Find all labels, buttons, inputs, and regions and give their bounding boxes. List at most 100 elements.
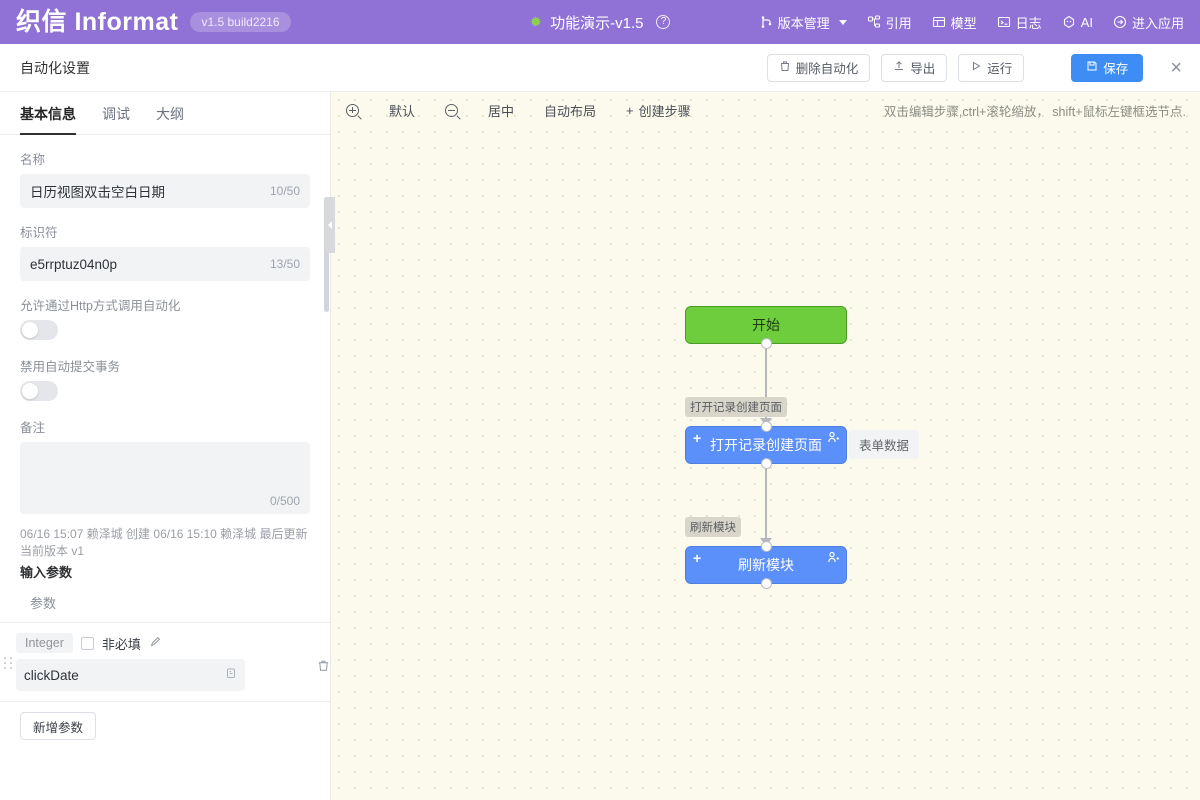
node-port-bottom[interactable] bbox=[760, 578, 772, 589]
canvas-toolbar: 默认 居中 自动布局 + 创建步骤 双击编辑步骤,ctrl+滚轮缩放， shif… bbox=[331, 92, 1200, 128]
chevron-down-icon bbox=[838, 19, 847, 25]
create-step-button[interactable]: + 创建步骤 bbox=[611, 101, 706, 120]
panel-collapse-handle[interactable] bbox=[325, 197, 335, 253]
node-start[interactable]: 开始 bbox=[685, 306, 847, 349]
pencil-icon[interactable] bbox=[149, 635, 162, 651]
zoom-in-button[interactable] bbox=[331, 103, 374, 117]
topbar-item-version[interactable]: 版本管理 bbox=[759, 13, 847, 32]
node-tag-step2: 刷新模块 bbox=[685, 517, 741, 537]
node-step-open-record-create-page[interactable]: + 打开记录创建页面 bbox=[685, 421, 847, 469]
drag-handle-icon[interactable] bbox=[0, 633, 16, 669]
node-tag-step1: 打开记录创建页面 bbox=[685, 397, 787, 417]
divider bbox=[0, 701, 330, 702]
node-port-bottom[interactable] bbox=[760, 338, 772, 349]
topbar-item-ai[interactable]: AI bbox=[1062, 15, 1093, 30]
save-label: 保存 bbox=[1103, 62, 1129, 76]
sub-toolbar-actions: 删除自动化 导出 运行 保存 × bbox=[766, 53, 1200, 82]
identifier-field[interactable]: e5rrptuz04n0p 13/50 bbox=[20, 247, 310, 281]
identifier-counter: 13/50 bbox=[269, 257, 300, 271]
topbar-item-model[interactable]: 模型 bbox=[932, 13, 977, 32]
play-icon bbox=[970, 60, 982, 75]
settings-panel: 基本信息 调试 大纲 名称 日历视图双击空白日期 10/50 标识符 e5rrp… bbox=[0, 92, 331, 800]
meta-created-updated: 06/16 15:07 赖泽城 创建 06/16 15:10 赖泽城 最后更新 bbox=[20, 527, 308, 541]
panel-tabs: 基本信息 调试 大纲 bbox=[0, 92, 330, 135]
star-icon: ✹ bbox=[529, 14, 543, 31]
delete-automation-label: 删除自动化 bbox=[795, 62, 859, 76]
save-icon bbox=[1086, 60, 1098, 75]
node-step2-label: 刷新模块 bbox=[738, 557, 794, 573]
add-param-button[interactable]: 新增参数 bbox=[20, 712, 97, 740]
node-port-top[interactable] bbox=[760, 421, 772, 432]
user-add-icon[interactable] bbox=[827, 431, 840, 447]
http-toggle-label: 允许通过Http方式调用自动化 bbox=[20, 299, 181, 313]
help-icon[interactable]: ? bbox=[656, 15, 671, 29]
tab-basic-info[interactable]: 基本信息 bbox=[20, 104, 76, 135]
name-field[interactable]: 日历视图双击空白日期 10/50 bbox=[20, 174, 310, 208]
name-label: 名称 bbox=[20, 153, 46, 167]
top-bar: 织信 Informat v1.5 build2216 ✹ 功能演示-v1.5 ?… bbox=[0, 0, 1200, 44]
app-name: 功能演示-v1.5 bbox=[550, 14, 644, 32]
topbar-item-label: 模型 bbox=[950, 15, 977, 31]
edge-start-to-step1 bbox=[765, 344, 767, 426]
topbar-item-reference[interactable]: 引用 bbox=[867, 13, 912, 32]
topbar-item-log[interactable]: 日志 bbox=[997, 13, 1042, 32]
topbar-item-label: 进入应用 bbox=[1131, 15, 1184, 31]
http-toggle[interactable] bbox=[20, 320, 58, 340]
param-optional-checkbox[interactable] bbox=[80, 636, 94, 650]
form-data-chip[interactable]: 表单数据 bbox=[849, 430, 920, 459]
node-port-bottom[interactable] bbox=[760, 458, 772, 469]
param-delete-icon[interactable] bbox=[317, 659, 330, 675]
node-start-label: 开始 bbox=[752, 317, 780, 333]
export-icon bbox=[893, 60, 905, 75]
param-column-header: 参数 bbox=[30, 596, 57, 611]
branch-icon bbox=[759, 15, 773, 29]
plus-icon[interactable]: + bbox=[693, 430, 702, 446]
run-label: 运行 bbox=[987, 62, 1013, 76]
auto-layout-button[interactable]: 自动布局 bbox=[544, 103, 597, 119]
edge-step1-to-step2 bbox=[765, 464, 767, 546]
zoom-out-button[interactable] bbox=[430, 103, 473, 117]
zoom-in-icon bbox=[346, 103, 359, 117]
trash-icon bbox=[779, 60, 791, 75]
panel-scrollbar[interactable] bbox=[324, 197, 329, 312]
tab-debug[interactable]: 调试 bbox=[102, 106, 130, 122]
param-row: Integer 非必填 clickDate bbox=[0, 623, 330, 701]
name-counter: 10/50 bbox=[269, 184, 300, 198]
node-step-refresh-module[interactable]: + 刷新模块 bbox=[685, 541, 847, 589]
run-button[interactable]: 运行 bbox=[958, 53, 1025, 82]
brand[interactable]: 织信 Informat v1.5 build2216 bbox=[0, 7, 291, 36]
reference-icon bbox=[867, 15, 881, 29]
delete-automation-button[interactable]: 删除自动化 bbox=[766, 53, 871, 82]
brand-logo: 织信 Informat bbox=[16, 7, 179, 36]
flow-canvas[interactable]: 默认 居中 自动布局 + 创建步骤 双击编辑步骤,ctrl+滚轮缩放， shif… bbox=[331, 92, 1200, 800]
topbar-item-enter-app[interactable]: 进入应用 bbox=[1113, 13, 1184, 32]
sub-toolbar: 自动化设置 删除自动化 导出 运行 保存 × bbox=[0, 44, 1200, 92]
param-main: Integer 非必填 clickDate bbox=[16, 633, 305, 691]
param-type-chip[interactable]: Integer bbox=[16, 633, 73, 653]
input-params-title: 输入参数 bbox=[20, 565, 73, 580]
center-button[interactable]: 居中 bbox=[488, 103, 515, 119]
plus-icon: + bbox=[626, 102, 634, 118]
close-icon[interactable]: × bbox=[1170, 56, 1182, 79]
autocommit-toggle[interactable] bbox=[20, 381, 58, 401]
ai-icon bbox=[1062, 15, 1076, 29]
log-icon bbox=[997, 15, 1011, 29]
export-button[interactable]: 导出 bbox=[881, 53, 948, 82]
export-label: 导出 bbox=[910, 62, 936, 76]
tab-outline[interactable]: 大纲 bbox=[156, 106, 184, 122]
user-add-icon[interactable] bbox=[827, 551, 840, 567]
zoom-out-icon bbox=[445, 103, 459, 117]
save-button[interactable]: 保存 bbox=[1071, 53, 1144, 82]
default-zoom-button[interactable]: 默认 bbox=[389, 103, 416, 119]
panel-body: 名称 日历视图双击空白日期 10/50 标识符 e5rrptuz04n0p 13… bbox=[0, 135, 330, 581]
plus-icon[interactable]: + bbox=[693, 550, 702, 566]
param-name-input[interactable]: clickDate bbox=[16, 659, 245, 691]
copy-icon[interactable] bbox=[225, 666, 237, 684]
create-step-label: 创建步骤 bbox=[638, 103, 691, 119]
canvas-hint: 双击编辑步骤,ctrl+滚轮缩放， shift+鼠标左键框选节点. bbox=[883, 104, 1186, 119]
param-meta: Integer 非必填 bbox=[16, 633, 305, 653]
node-port-top[interactable] bbox=[760, 541, 772, 552]
param-optional-label: 非必填 bbox=[101, 636, 141, 652]
enter-app-icon bbox=[1113, 15, 1127, 29]
remark-textarea[interactable]: 0/500 bbox=[20, 442, 310, 514]
